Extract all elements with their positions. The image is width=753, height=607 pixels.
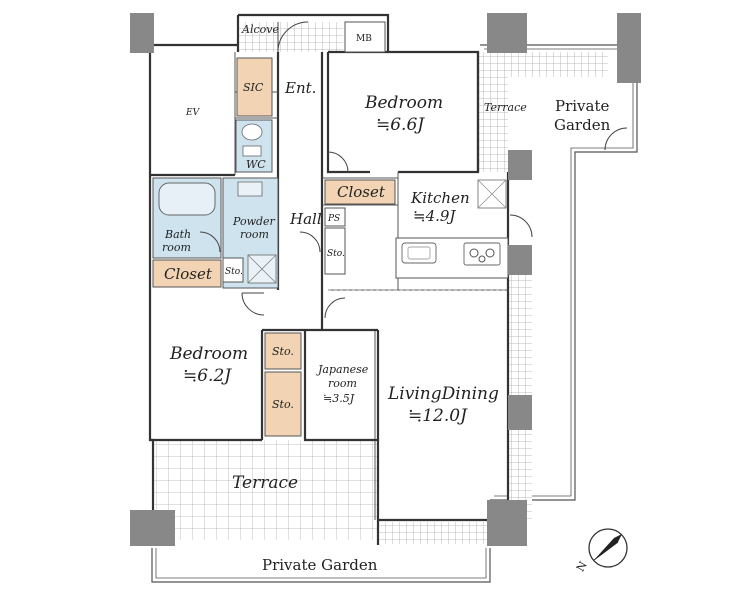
living-door [324,297,346,319]
label-bedroom1-size: ≒6.6J [376,115,425,135]
sto-hall [324,227,346,275]
columns [130,13,641,546]
private-garden-right-boundary [480,44,638,501]
compass-icon [588,528,628,568]
sto-small [222,257,244,283]
label-kitchen-size: ≒4.9J [413,207,456,225]
label-japanese-2: room [328,377,357,390]
label-mb: MB [356,34,372,44]
label-bedroom2-name: Bedroom [169,344,248,364]
label-closet1: Closet [337,183,386,201]
mb-box [344,21,386,53]
label-terrace-big: Terrace [232,473,298,493]
sto-a [264,332,302,370]
label-japanese-1: Japanese [316,363,369,376]
bedroom1-door [327,151,349,173]
label-entrance: Ent. [284,79,316,97]
stove-icon [463,242,501,266]
sto-b [264,371,302,437]
label-bedroom2-size: ≒6.2J [183,366,232,386]
label-bedroom1-name: Bedroom [364,93,443,113]
label-terrace-small: Terrace [484,101,527,114]
label-wc: WC [246,158,266,171]
label-powder-2: room [240,228,269,241]
label-private-garden-bottom: Private Garden [262,556,378,574]
label-north: N [574,559,590,574]
label-ev: EV [185,108,201,118]
label-sto-small: Sto. [225,267,243,277]
terrace-right-strip [478,52,508,172]
label-sto-hall: Sto. [327,249,345,259]
label-bath-1: Bath [164,228,191,241]
private-garden-bottom-boundary [151,548,491,583]
bedroom2-door [241,292,265,316]
label-living-size: ≒12.0J [408,406,468,426]
sink-icon [401,242,437,264]
bathtub [158,182,216,216]
label-powder-1: Powder [232,215,276,228]
label-private-garden-right-2: Garden [554,116,611,134]
bath-door [199,231,221,253]
garden-door [604,127,628,151]
label-alcove: Alcove [241,23,279,36]
label-japanese-size: ≒3.5J [323,392,355,405]
label-ps: PS [327,214,340,224]
label-closet2: Closet [164,265,213,283]
kitchen-side-door [509,214,533,238]
ps-box [324,207,346,227]
label-kitchen-name: Kitchen [410,189,470,207]
terrace-big-area [153,440,378,540]
sic-closet [236,57,273,117]
label-hall: Hall [289,210,322,228]
label-sto-b: Sto. [272,398,294,411]
terrace-bottom-strip [378,522,488,544]
hall-door [299,231,321,253]
label-sto-a: Sto. [272,345,294,358]
label-private-garden-right-1: Private [555,97,610,115]
label-sic: SIC [243,81,264,94]
closet-bedroom [152,259,222,288]
label-living-name: LivingDining [387,384,499,404]
entrance-door [277,21,309,53]
closet-kitchen [324,179,396,205]
label-bath-2: room [162,241,191,254]
